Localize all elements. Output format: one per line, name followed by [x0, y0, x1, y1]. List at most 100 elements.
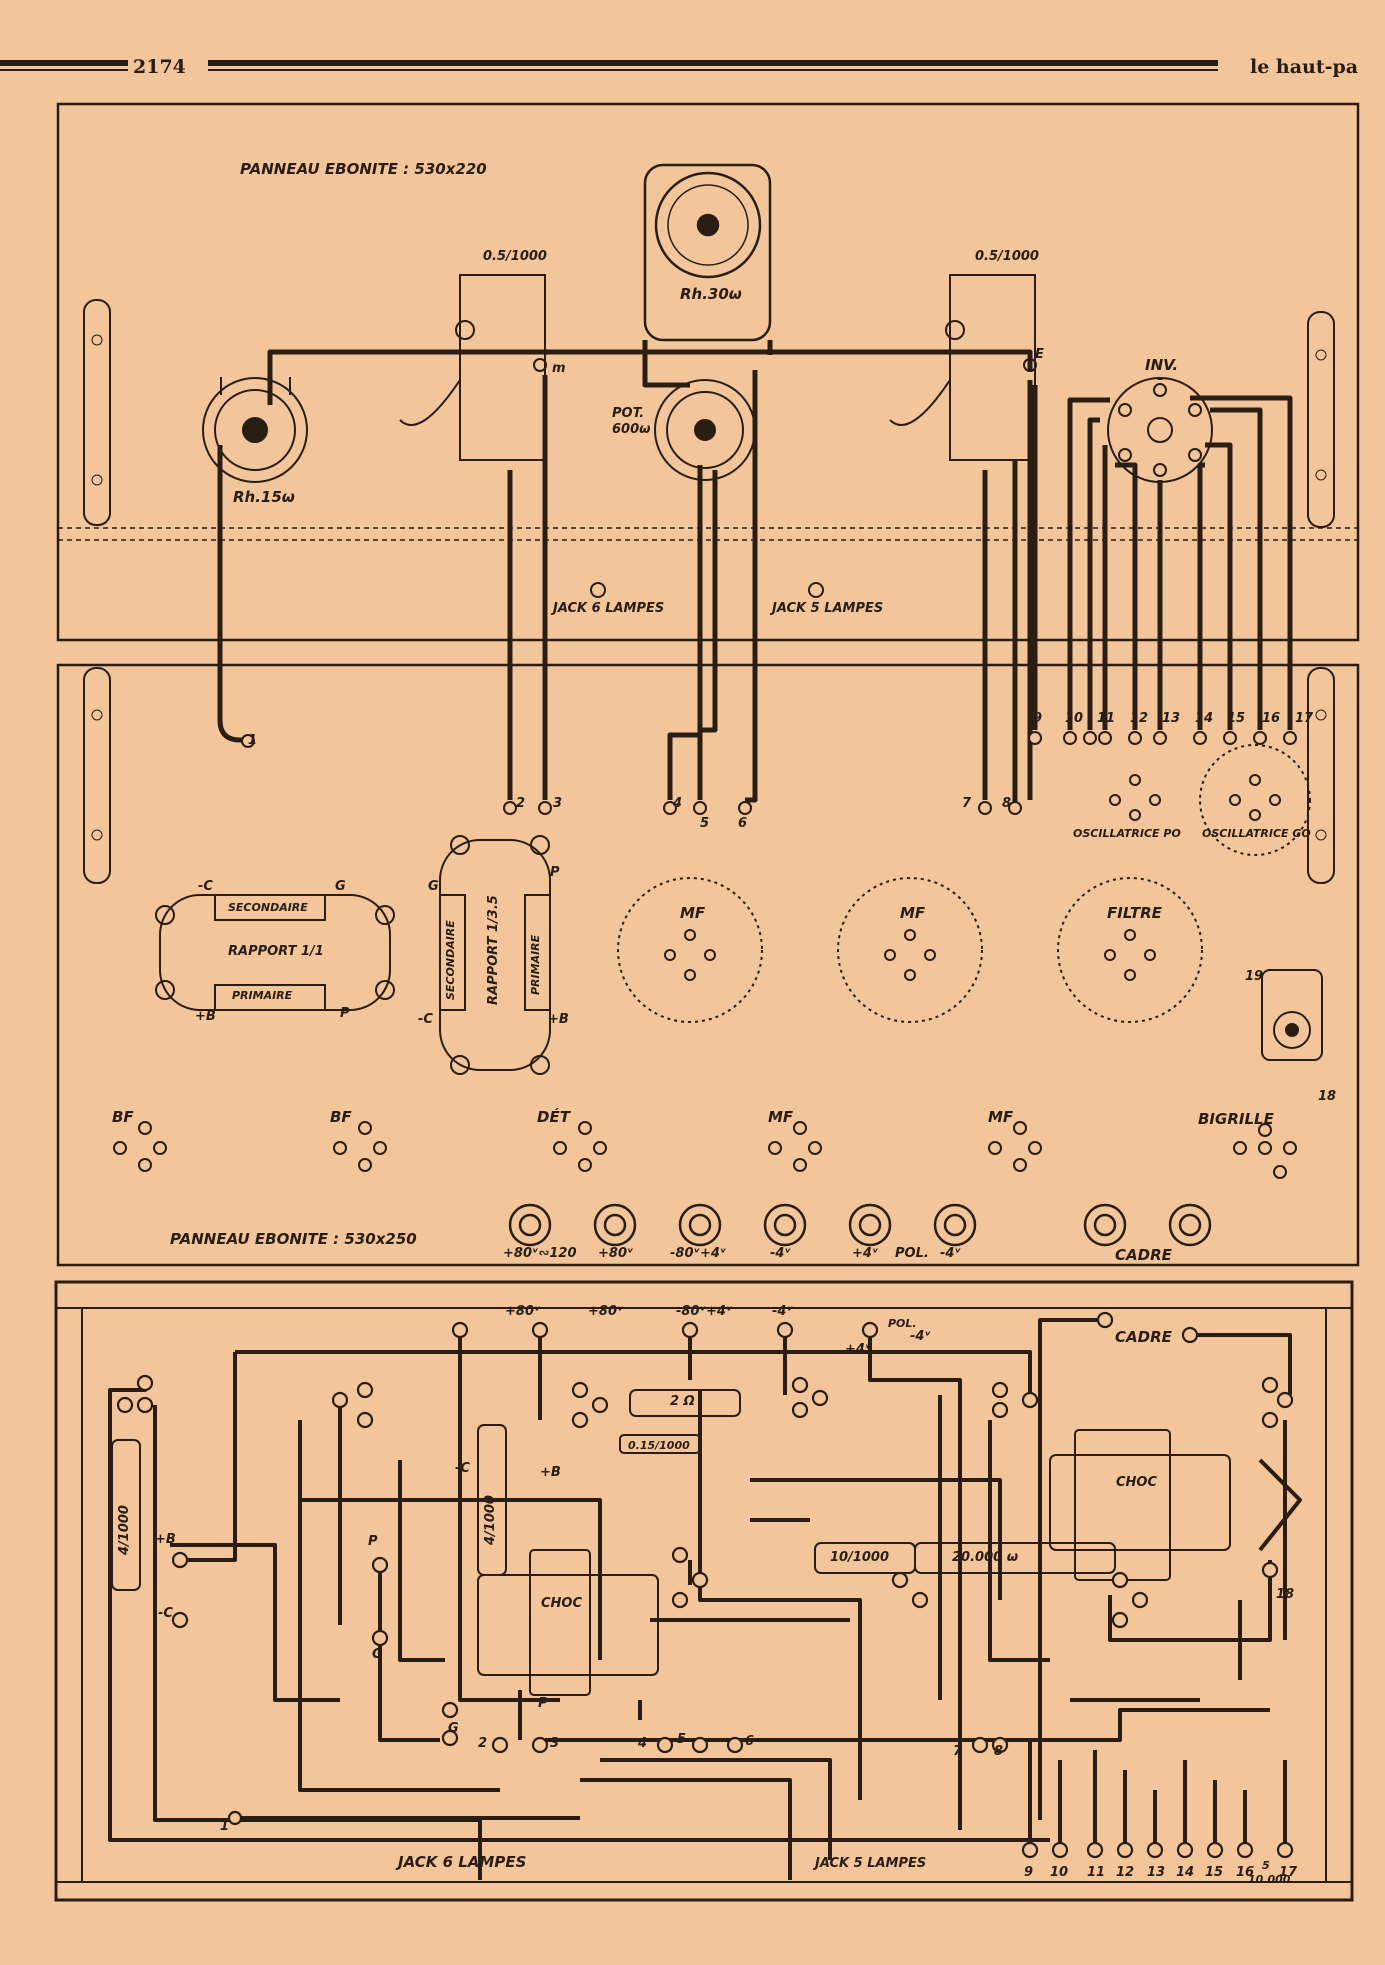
t2-minus-c: -C	[418, 1012, 433, 1027]
base-top-3: -80ᵛ+4ᵛ	[676, 1304, 733, 1319]
borne-3: -80ᵛ+4ᵛ	[670, 1246, 727, 1261]
terminal-10: 10	[1065, 711, 1084, 726]
base-num-14: 14	[1176, 1865, 1195, 1880]
rheostat-rh15	[202, 377, 308, 483]
base-num-4: 4	[638, 1736, 648, 1751]
filtre-label: FILTRE	[1107, 904, 1162, 922]
baseboard-components	[111, 1389, 1231, 1696]
borne-2: +80ᵛ	[598, 1246, 634, 1261]
terminal-15: 15	[1227, 711, 1246, 726]
switch-18: 18	[1318, 1089, 1337, 1104]
base-num-12: 12	[1116, 1865, 1135, 1880]
socket-mf1: MF	[768, 1108, 794, 1126]
header-rules	[0, 60, 1218, 71]
jack6-upper-label: JACK 6 LAMPES	[553, 601, 665, 616]
page-number: 2174	[133, 56, 186, 78]
terminal-8: 8	[1002, 796, 1012, 811]
mf2-label: MF	[900, 904, 926, 922]
socket-bf2: BF	[330, 1108, 352, 1126]
base-num-18: 18	[1276, 1587, 1295, 1602]
base-num-7: 7	[953, 1744, 963, 1759]
base-left-p: P	[368, 1534, 378, 1549]
condenser-right	[889, 274, 1037, 461]
terminals-upper-row	[241, 731, 1297, 815]
choc-left: CHOC	[541, 1596, 583, 1611]
base-num-1: 1	[220, 1819, 230, 1834]
base-jack5: JACK 5 LAMPES	[815, 1856, 927, 1871]
transformer-2	[439, 835, 551, 1075]
t1-secondaire: SECONDAIRE	[228, 901, 308, 914]
socket-bf1: BF	[112, 1108, 134, 1126]
terminal-1: 1	[248, 733, 258, 748]
switch	[1261, 969, 1323, 1061]
mark-e: E	[1035, 347, 1044, 362]
jack-holes-upper	[590, 582, 824, 598]
base-num-8: 8	[994, 1744, 1004, 1759]
terminal-14: 14	[1195, 711, 1214, 726]
mark-m: m	[552, 361, 566, 376]
potentiometer-600	[654, 379, 756, 481]
terminal-2: 2	[516, 796, 526, 811]
cap-5-numerator: 5	[1262, 1859, 1270, 1872]
inv-label: INV.	[1145, 356, 1179, 374]
condenser-left-label: 0.5/1000	[483, 249, 547, 264]
base-num-17: 17	[1279, 1865, 1298, 1880]
lower-panel	[56, 663, 1360, 1267]
magazine-name: le haut-pa	[1250, 56, 1359, 78]
osc-po-label: OSCILLATRICE PO	[1073, 827, 1181, 840]
pot-value: 600ω	[612, 422, 651, 437]
base-num-5: 5	[677, 1732, 687, 1747]
base-top-cadre: CADRE	[1115, 1328, 1172, 1346]
t2-secondaire: SECONDAIRE	[444, 920, 457, 1000]
mf-filtre-sockets	[617, 877, 1203, 1023]
binding-posts	[508, 1203, 1212, 1247]
t1-plus-b: +B	[195, 1009, 216, 1024]
cap-4-1000-mid: 4/1000	[483, 1495, 498, 1545]
terminal-4: 4	[673, 796, 683, 811]
cadre-label: CADRE	[1115, 1246, 1172, 1264]
base-num-6: 6	[745, 1734, 755, 1749]
pol-label: POL.	[895, 1246, 929, 1261]
socket-bigrille: BIGRILLE	[1198, 1110, 1274, 1128]
upper-panel	[56, 102, 1360, 642]
base-num-3: 3	[550, 1736, 560, 1751]
rh15-label: Rh.15ω	[233, 488, 295, 506]
base-left-p2: P	[538, 1696, 548, 1711]
t2-plus-b: +B	[548, 1012, 569, 1027]
upper-wiring	[217, 340, 1293, 810]
jack5-upper-label: JACK 5 LAMPES	[772, 601, 884, 616]
cap-4-1000-left: 4/1000	[117, 1505, 132, 1555]
t1-g: G	[335, 879, 346, 894]
t1-rapport: RAPPORT 1/1	[228, 944, 324, 959]
base-left-plus-b: +B	[155, 1532, 176, 1547]
upper-panel-title: PANNEAU EBONITE : 530x220	[240, 160, 487, 178]
socket-det: DÉT	[537, 1108, 570, 1126]
res-2ohm: 2 Ω	[670, 1394, 695, 1409]
osc-go-label: OSCILLATRICE GO	[1202, 827, 1311, 840]
base-top-pol: POL.	[888, 1317, 917, 1330]
baseboard-wiring	[108, 1318, 1302, 1880]
base-left-minus-c: -C	[158, 1606, 173, 1621]
terminal-3: 3	[553, 796, 563, 811]
base-mid-plus-b: +B	[540, 1465, 561, 1480]
base-num-16: 16	[1236, 1865, 1255, 1880]
terminal-6: 6	[738, 816, 748, 831]
terminal-12: 12	[1130, 711, 1149, 726]
base-top-6: +4ᵛ	[845, 1342, 872, 1357]
rh30-label: Rh.30ω	[680, 285, 742, 303]
t1-minus-c: -C	[198, 879, 213, 894]
base-left-g1: G	[372, 1647, 383, 1662]
base-top-1: +80ᵛ	[505, 1304, 541, 1319]
base-num-10: 10	[1050, 1865, 1069, 1880]
terminal-16: 16	[1262, 711, 1281, 726]
socket-mf2: MF	[988, 1108, 1014, 1126]
choc-right: CHOC	[1116, 1475, 1158, 1490]
t2-primaire: PRIMAIRE	[529, 934, 542, 995]
base-num-13: 13	[1147, 1865, 1166, 1880]
t2-p: P	[550, 865, 560, 880]
base-top-4: -4ᵛ	[772, 1304, 793, 1319]
terminal-17: 17	[1295, 711, 1314, 726]
condenser-left	[399, 274, 547, 461]
t2-rapport: RAPPORT 1/3.5	[486, 895, 501, 1005]
